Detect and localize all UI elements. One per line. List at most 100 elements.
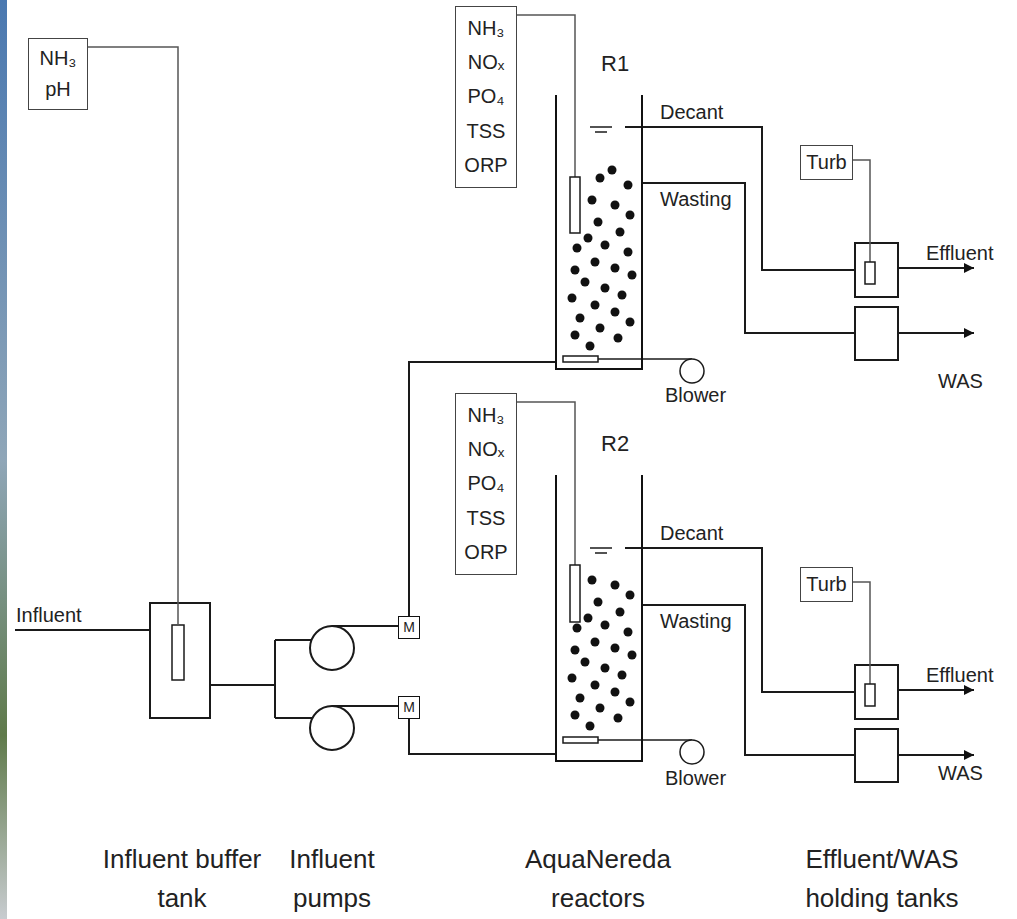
probe bbox=[172, 625, 184, 680]
stream-label: Influent bbox=[16, 604, 82, 627]
pump-discharge-pipe bbox=[332, 625, 398, 627]
granule-dot bbox=[611, 581, 620, 590]
was-arrow bbox=[898, 332, 974, 334]
granule-dot bbox=[628, 271, 637, 280]
signal-line bbox=[517, 15, 575, 95]
effluent-arrow bbox=[898, 267, 974, 269]
stream-label: Wasting bbox=[660, 610, 732, 633]
motor-box: M bbox=[398, 616, 420, 639]
pump-suction-pipe bbox=[275, 639, 312, 641]
stream-label: Decant bbox=[660, 101, 723, 124]
granule-dot bbox=[568, 674, 577, 683]
granule-dot bbox=[601, 664, 610, 673]
influent-pipe bbox=[15, 629, 150, 631]
buffer-tank bbox=[150, 603, 210, 718]
effluent-arrow bbox=[898, 689, 974, 691]
wasting-pipe bbox=[643, 183, 855, 333]
granule-dot bbox=[624, 181, 633, 190]
motor-symbol-text: M bbox=[403, 619, 415, 635]
pump-suction-pipe bbox=[274, 640, 276, 718]
granule-dot bbox=[616, 228, 625, 237]
signal-name: TSS bbox=[467, 120, 506, 143]
motor-box: M bbox=[398, 696, 420, 719]
stream-label: Effluent bbox=[926, 242, 993, 265]
granule-dot bbox=[611, 201, 620, 210]
column-caption: Effluent/WAS holding tanks bbox=[784, 840, 980, 918]
signal-name: NH₃ bbox=[467, 404, 504, 427]
granule-dot bbox=[611, 688, 620, 697]
granule-dot bbox=[611, 264, 620, 273]
signal-wire bbox=[88, 47, 178, 625]
pump-symbol bbox=[310, 706, 354, 750]
granule-dot bbox=[591, 258, 600, 267]
feed-pipe bbox=[409, 719, 555, 754]
probe bbox=[570, 177, 580, 233]
granule-dot bbox=[581, 278, 590, 287]
granule-dot bbox=[594, 218, 603, 227]
signal-wire bbox=[850, 160, 870, 262]
granule-dot bbox=[581, 658, 590, 667]
signal-name: NH₃ bbox=[467, 17, 504, 40]
feed-pipe bbox=[409, 362, 555, 616]
granule-dot bbox=[584, 614, 593, 623]
granule-dot bbox=[586, 722, 595, 731]
water-level bbox=[595, 131, 607, 133]
diffuser bbox=[563, 737, 598, 743]
air-pipe bbox=[598, 739, 692, 741]
water-level bbox=[595, 552, 607, 554]
signal-wire bbox=[850, 582, 870, 684]
granule-dot bbox=[601, 284, 610, 293]
pump-suction-pipe bbox=[210, 684, 275, 686]
granule-dot bbox=[591, 301, 600, 310]
granule-dot bbox=[573, 624, 582, 633]
granule-dot bbox=[588, 196, 597, 205]
turbidity-box: Turb bbox=[800, 145, 853, 180]
column-caption: AquaNereda reactors bbox=[508, 840, 688, 918]
was-tank bbox=[855, 729, 898, 782]
photo-edge bbox=[0, 0, 7, 919]
probe bbox=[570, 565, 580, 622]
granule-group bbox=[568, 166, 637, 731]
granule-dot bbox=[626, 318, 635, 327]
turbidity-box: Turb bbox=[800, 567, 853, 602]
signal-name: PO₄ bbox=[467, 472, 504, 495]
signal-name: NOₓ bbox=[468, 51, 505, 74]
granule-dot bbox=[614, 714, 623, 723]
granule-dot bbox=[584, 234, 593, 243]
was-arrow bbox=[898, 754, 974, 756]
blower-symbol bbox=[680, 740, 704, 764]
granule-dot bbox=[618, 671, 627, 680]
stream-label: Effluent bbox=[926, 664, 993, 687]
granule-dot bbox=[626, 698, 635, 707]
signal-name: PO₄ bbox=[467, 85, 504, 108]
granule-dot bbox=[601, 621, 610, 630]
signal-name: NOₓ bbox=[468, 438, 505, 461]
analyzer-box: NH₃pH bbox=[28, 38, 88, 110]
granule-dot bbox=[591, 681, 600, 690]
granule-dot bbox=[591, 638, 600, 647]
pump-suction-pipe bbox=[275, 717, 312, 719]
analyzer-box: NH₃NOₓPO₄TSSORP bbox=[455, 393, 517, 575]
signal-name: NH₃ bbox=[39, 47, 76, 70]
pump-discharge-pipe bbox=[332, 705, 398, 707]
signal-wire bbox=[574, 475, 576, 565]
granule-dot bbox=[576, 314, 585, 323]
diffuser bbox=[563, 356, 598, 362]
granule-dot bbox=[611, 308, 620, 317]
granule-dot bbox=[596, 174, 605, 183]
decant-pipe bbox=[625, 548, 855, 692]
stream-label: Decant bbox=[660, 522, 723, 545]
granule-dot bbox=[618, 291, 627, 300]
granule-dot bbox=[594, 598, 603, 607]
effluent-tank bbox=[855, 243, 898, 297]
column-caption: Influent pumps bbox=[270, 840, 394, 918]
granule-dot bbox=[571, 266, 580, 275]
granule-dot bbox=[588, 576, 597, 585]
granule-dot bbox=[624, 248, 633, 257]
equipment-label: Blower bbox=[665, 767, 726, 790]
signal-name: Turb bbox=[806, 151, 846, 174]
reactor-name: R2 bbox=[601, 431, 629, 456]
analyzer-box: NH₃NOₓPO₄TSSORP bbox=[455, 6, 517, 188]
granule-dot bbox=[571, 331, 580, 340]
blower-symbol bbox=[680, 359, 704, 383]
